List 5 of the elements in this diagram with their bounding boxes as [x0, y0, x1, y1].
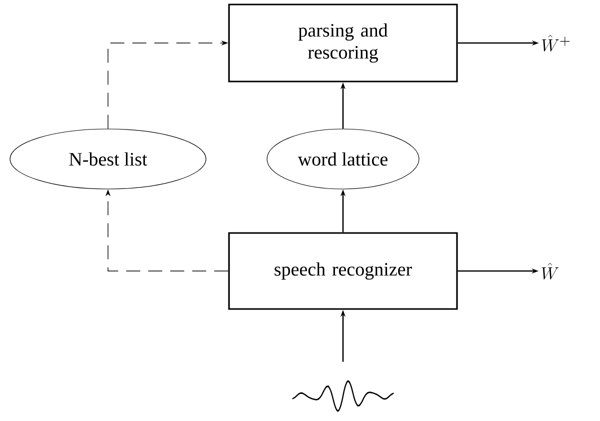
process-box: speech recognizer [228, 232, 458, 310]
output-symbol: $\hat{W}$ [542, 262, 559, 280]
output-symbol: $\hat{W}^+$ [542, 34, 570, 52]
waveform-drawing [292, 380, 394, 412]
process-box: parsing and rescoring [228, 4, 458, 82]
